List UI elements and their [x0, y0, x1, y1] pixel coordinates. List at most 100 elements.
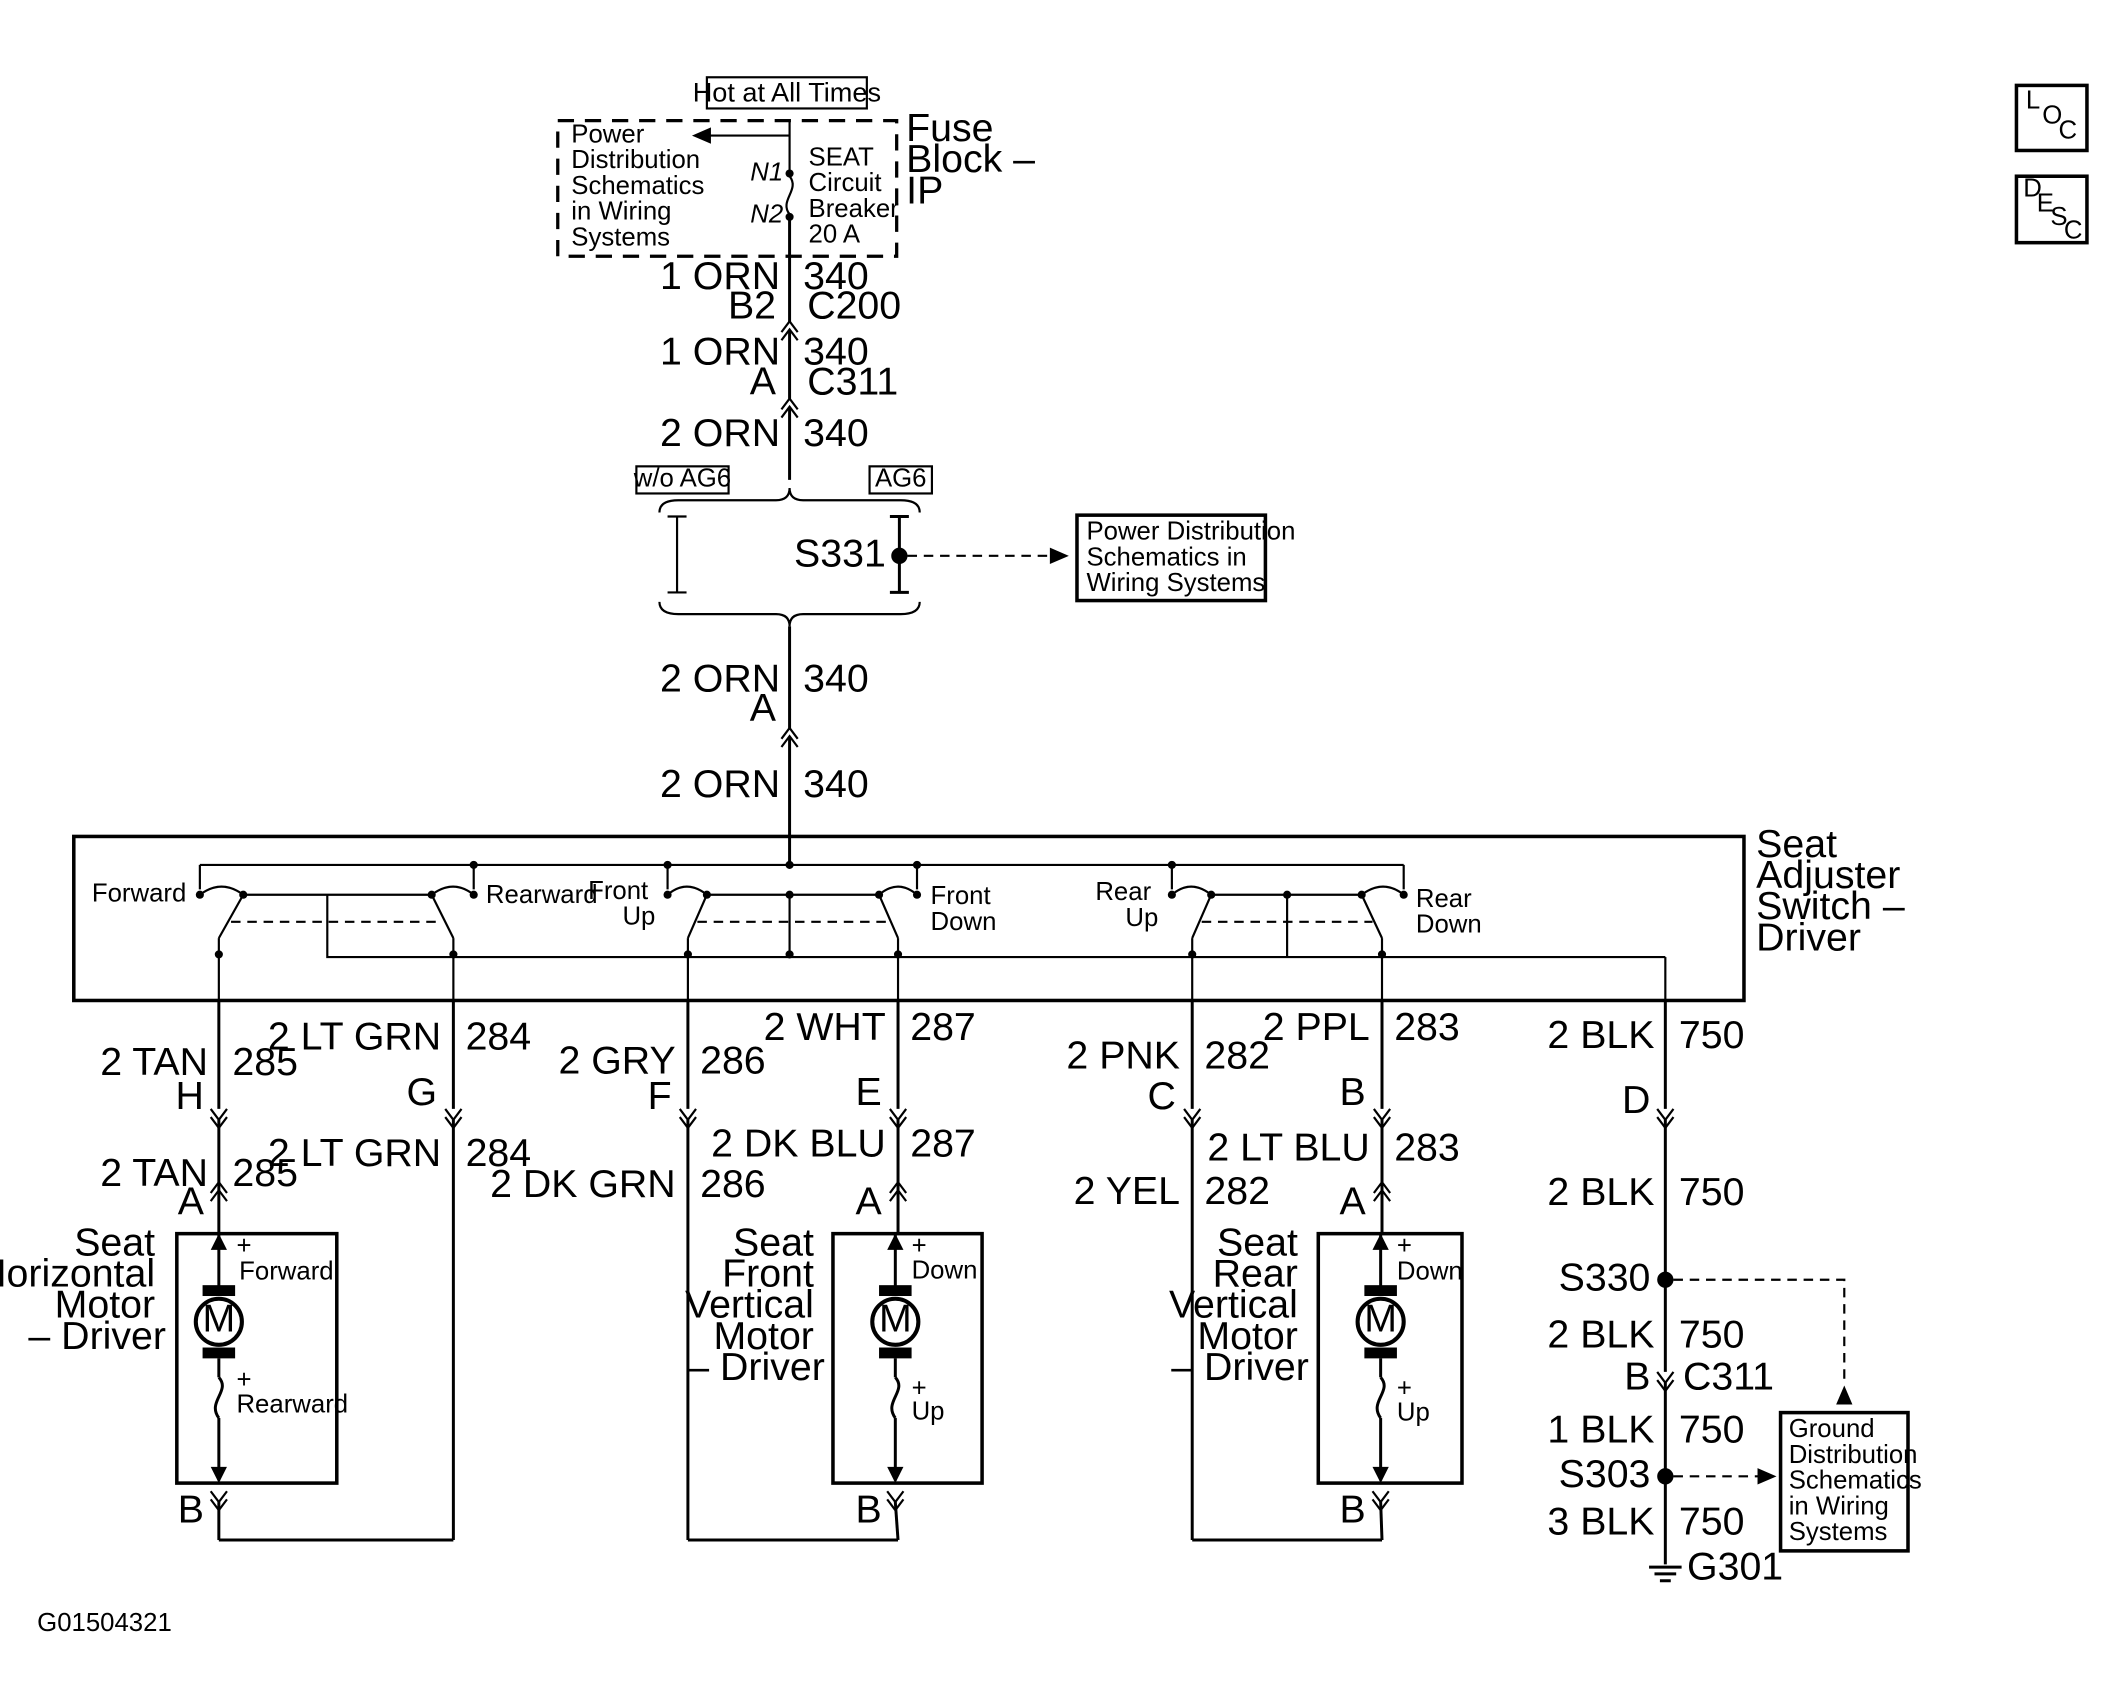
wire-gauge-label: 2 PNK	[1066, 1033, 1180, 1077]
direction-label: Down	[912, 1256, 978, 1284]
motor-brush-bottom	[879, 1347, 912, 1359]
wire-gauge-label: 2 WHT	[764, 1005, 886, 1049]
pin-label: B	[1624, 1355, 1650, 1399]
arrow-down-icon	[887, 1466, 904, 1484]
plus-label: +	[236, 1366, 251, 1394]
wire-circuit-label: 285	[232, 1151, 298, 1195]
direction-label: Rearward	[236, 1391, 348, 1419]
wire-gauge-label: 2 BLK	[1547, 1013, 1654, 1057]
connector-a-icon	[1373, 1180, 1392, 1202]
arrow-down-icon	[1372, 1466, 1389, 1484]
svg-text:D E S C: D E S C	[2023, 175, 2082, 245]
connector-a-icon	[780, 726, 799, 748]
n2-terminal	[785, 212, 794, 221]
direction-label: Up	[912, 1397, 945, 1425]
n1-label: N1	[750, 158, 783, 186]
pin-label: A	[750, 686, 777, 730]
arrow-up-icon	[1836, 1385, 1853, 1405]
arrow-down-icon	[210, 1466, 227, 1484]
switch-terminals	[1167, 890, 1408, 959]
motor-m-icon	[870, 1296, 921, 1347]
connector-a-icon	[209, 1180, 228, 1202]
location-icon[interactable]: L O C	[2014, 83, 2089, 153]
thermal-breaker-icon	[1375, 1376, 1386, 1419]
splice-s331-dot	[891, 547, 908, 564]
power-distribution-ref-text: Power Distribution Schematics in Wiring …	[571, 120, 711, 251]
wire-circuit-label: 285	[232, 1040, 298, 1084]
direction-label: Up	[1397, 1399, 1430, 1427]
pin-label: H	[176, 1074, 204, 1118]
switch-terminals	[663, 890, 922, 959]
wire-gauge-label: 2 BLK	[1547, 1313, 1654, 1357]
pin-label: G	[407, 1070, 438, 1114]
connector-c200-icon	[780, 319, 799, 341]
pin-label: B	[856, 1487, 882, 1531]
pin-label: B	[1340, 1070, 1366, 1114]
wire-circuit-label: 282	[1204, 1169, 1270, 1213]
motor-m-icon	[1355, 1296, 1406, 1347]
pin-label: E	[856, 1070, 882, 1114]
feed-circuit-340: 1 ORN 340 B2 C200 1 ORN 340 A C311 2 ORN…	[633, 219, 1295, 865]
wire-gauge-label: 2 DK GRN	[490, 1162, 676, 1206]
wire-circuit-label: 283	[1394, 1125, 1460, 1169]
pin-label: A	[1340, 1180, 1367, 1224]
description-icon[interactable]: D E S C	[2014, 174, 2089, 245]
pin-label: B	[1340, 1487, 1366, 1531]
ground-circuit-750: 2 BLK 750 D 2 BLK 750 S330 2 BLK 750 B C…	[1547, 1000, 1922, 1588]
fuse-block: Hot at All Times Fuse Block – IP Power D…	[556, 76, 1035, 258]
wire-circuit-label: 340	[803, 254, 869, 298]
arrow-right-icon	[1049, 547, 1069, 564]
front-vertical-motor-circuit: 2 GRY 286 F 2 WHT 287 E 2 DK BLU 287 A 2…	[490, 1000, 984, 1542]
thermal-breaker-icon	[213, 1376, 224, 1419]
plus-label: +	[1397, 1374, 1412, 1402]
front-switch-contacts	[666, 885, 918, 1004]
circuit-breaker-label: SEAT Circuit Breaker 20 A	[809, 143, 906, 248]
n1-terminal	[785, 169, 794, 178]
wire-circuit-label: 286	[700, 1039, 766, 1083]
plus-label: +	[1397, 1232, 1412, 1260]
horizontal-motor-name: Seat Horizontal Motor – Driver	[0, 1220, 166, 1358]
wire-gauge-label: 1 BLK	[1547, 1407, 1654, 1451]
wire-circuit-label: 340	[803, 656, 869, 700]
wire-circuit-label: 750	[1679, 1170, 1745, 1214]
rear-vertical-motor-name: Seat Rear Vertical Motor – Driver	[1169, 1220, 1309, 1389]
horizontal-motor-circuit: 2 TAN 285 H 2 LT GRN 284 G 2 TAN 285 A 2…	[0, 1000, 532, 1542]
wire-gauge-label: 2 GRY	[558, 1039, 675, 1083]
wire-gauge-label: 2 PPL	[1263, 1005, 1370, 1049]
ag6-box	[868, 465, 934, 495]
arrow-up-icon	[1372, 1233, 1389, 1250]
wire-gauge-label: 2 ORN	[660, 762, 780, 806]
motor-m-label: M	[879, 1296, 912, 1340]
wire-circuit-label: 286	[700, 1162, 766, 1206]
motor-m-label: M	[202, 1296, 235, 1340]
connector-c311-icon	[780, 396, 799, 419]
wire-circuit-label: 750	[1679, 1313, 1745, 1357]
pin-label: A	[750, 359, 777, 403]
pin-label: F	[648, 1074, 672, 1118]
wire-circuit-label: 340	[803, 330, 869, 374]
n2-label: N2	[750, 200, 783, 228]
plus-label: +	[912, 1232, 927, 1260]
motor-brush-bottom	[202, 1347, 236, 1359]
front-vertical-motor-name: Seat Front Vertical Motor – Driver	[685, 1220, 825, 1389]
front-up-contact-label: Front Up	[588, 877, 655, 931]
arrow-up-icon	[887, 1233, 904, 1250]
connector-label: C200	[807, 284, 901, 328]
wire-gauge-label: 3 BLK	[1547, 1500, 1654, 1544]
wire-gauge-label: 2 LT GRN	[268, 1014, 441, 1058]
rearward-contact-label: Rearward	[486, 881, 598, 909]
wire-gauge-label: 2 LT GRN	[268, 1131, 441, 1175]
ground-g301-label: G301	[1687, 1544, 1783, 1588]
wire-circuit-label: 283	[1394, 1005, 1460, 1049]
forward-contact-label: Forward	[92, 880, 186, 908]
rear-up-contact-label: Rear Up	[1095, 878, 1158, 932]
rear-vertical-motor-circuit: 2 PNK 282 C 2 PPL 283 B 2 YEL 282 2 LT B…	[1066, 1000, 1464, 1542]
wire-gauge-label: 2 TAN	[100, 1040, 208, 1084]
switch-outline	[72, 834, 1746, 1003]
wo-ag6-box	[635, 465, 730, 495]
wire-circuit-label: 284	[466, 1131, 532, 1175]
wire-gauge-label: 2 DK BLU	[711, 1121, 886, 1165]
pin-label: A	[178, 1180, 205, 1224]
wire-gauge-label: 1 ORN	[660, 254, 780, 298]
